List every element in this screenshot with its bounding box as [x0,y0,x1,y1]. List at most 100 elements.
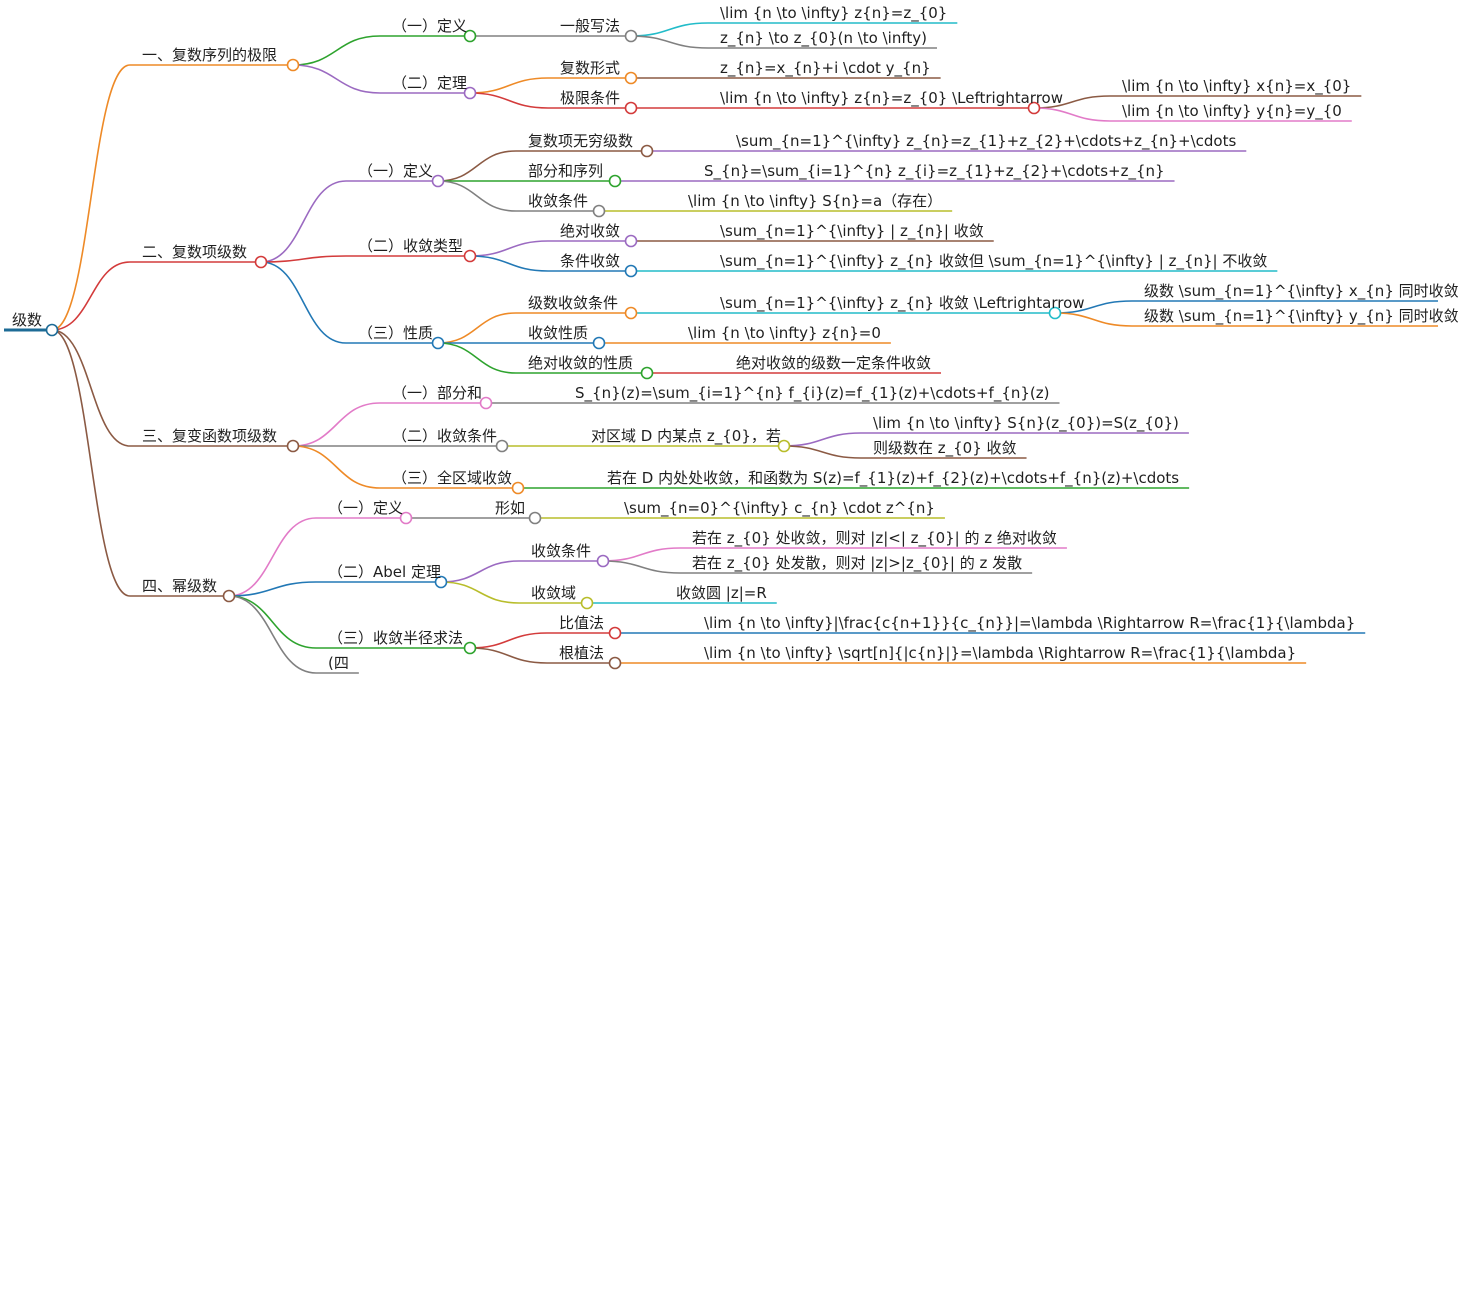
collapse-toggle-b1[interactable] [286,58,300,72]
mindmap-node-b4b1y[interactable]: 若在 z_{0} 处发散，则对 |z|>|z_{0}| 的 z 发散 [692,554,1023,572]
collapse-toggle-b1b[interactable] [463,86,477,100]
mindmap-node-b2a3[interactable]: 收敛条件 [528,192,589,210]
collapse-toggle-b4a1[interactable] [528,511,542,525]
mindmap-node-b1b[interactable]: （二）定理 [392,74,468,92]
mindmap-node-b2a1x[interactable]: \sum_{n=1}^{\infty} z_{n}=z_{1}+z_{2}+\c… [736,132,1237,150]
mindmap-node-b4d[interactable]: (四 [328,654,349,672]
collapse-toggle-b4b2[interactable] [580,596,594,610]
collapse-toggle-root[interactable] [45,323,59,337]
mindmap-node-b4b1x[interactable]: 若在 z_{0} 处收敛，则对 |z|<| z_{0}| 的 z 绝对收敛 [692,529,1057,547]
mindmap-node-b4c1[interactable]: 比值法 [559,614,605,632]
collapse-toggle-b2a3[interactable] [592,204,606,218]
mindmap-node-b2a1[interactable]: 复数项无穷级数 [528,132,634,150]
edge-b4b1-b4b1x [602,547,681,562]
collapse-toggle-b1b2[interactable] [624,101,638,115]
collapse-toggle-b2c[interactable] [431,336,445,350]
mindmap-node-b3[interactable]: 三、复变函数项级数 [142,427,278,445]
mindmap-node-b2c1x2[interactable]: 级数 \sum_{n=1}^{\infty} y_{n} 同时收敛 [1144,307,1459,325]
mindmap-node-b3b[interactable]: （二）收敛条件 [392,427,498,445]
collapse-toggle-b1a1[interactable] [624,29,638,43]
collapse-toggle-b2b2[interactable] [624,264,638,278]
mindmap-node-b3ax[interactable]: S_{n}(z)=\sum_{i=1}^{n} f_{i}(z)=f_{1}(z… [575,384,1050,402]
edge-root-b1 [51,64,131,331]
collapse-toggle-b1b2x[interactable] [1027,101,1041,115]
mindmap-node-b4b[interactable]: （二）Abel 定理 [328,563,441,581]
mindmap-node-b4[interactable]: 四、幂级数 [142,577,218,595]
root-node[interactable]: 级数 [12,311,43,329]
mindmap-node-b4a1x[interactable]: \sum_{n=0}^{\infty} c_{n} \cdot z^{n} [624,499,935,517]
mindmap-node-b3a[interactable]: （一）部分和 [392,384,483,402]
mindmap-node-b1a1x[interactable]: \lim {n \to \infty} z{n}=z_{0} [720,4,948,22]
collapse-toggle-b3b[interactable] [495,439,509,453]
collapse-toggle-b4a[interactable] [399,511,413,525]
mindmap-node-b1b2[interactable]: 极限条件 [560,89,621,107]
mindmap-node-b4c1x[interactable]: \lim {n \to \infty}|\frac{c{n+1}}{c_{n}}… [704,614,1356,632]
mindmap-node-b1b1[interactable]: 复数形式 [560,59,621,77]
edge-b3-b3a [292,402,381,447]
collapse-toggle-b1a[interactable] [463,29,477,43]
mindmap-node-b2c1x[interactable]: \sum_{n=1}^{\infty} z_{n} 收敛 \Leftrighta… [720,294,1085,312]
mindmap-node-b3bx2[interactable]: 则级数在 z_{0} 收敛 [873,439,1017,457]
mindmap-node-b4b2[interactable]: 收敛域 [531,584,577,602]
collapse-toggle-b2[interactable] [254,255,268,269]
mindmap-node-b2c2x[interactable]: \lim {n \to \infty} z{n}=0 [688,324,881,342]
collapse-toggle-b3[interactable] [286,439,300,453]
collapse-toggle-b2a[interactable] [431,174,445,188]
collapse-toggle-b1b1[interactable] [624,71,638,85]
mindmap-node-b2b2x[interactable]: \sum_{n=1}^{\infty} z_{n} 收敛但 \sum_{n=1}… [720,252,1268,270]
collapse-toggle-b3c[interactable] [511,481,525,495]
collapse-toggle-b4[interactable] [222,589,236,603]
mindmap-node-b2b1x[interactable]: \sum_{n=1}^{\infty} | z_{n}| 收敛 [720,222,984,240]
collapse-toggle-b4c1[interactable] [608,626,622,640]
mindmap-node-b4c2[interactable]: 根植法 [559,644,605,662]
mindmap-node-b4c2x[interactable]: \lim {n \to \infty} \sqrt[n]{|c{n}|}=\la… [704,644,1297,662]
edge-b2c-b2c1 [437,312,517,344]
collapse-toggle-b2c3[interactable] [640,366,654,380]
mindmap-node-b1a1[interactable]: 一般写法 [560,17,621,35]
mindmap-node-b2c2[interactable]: 收敛性质 [528,324,589,342]
mindmap-node-b4b2x[interactable]: 收敛圆 |z|=R [676,584,767,602]
mindmap-node-b4a[interactable]: （一）定义 [328,499,404,517]
mindmap-node-b1b2x[interactable]: \lim {n \to \infty} z{n}=z_{0} \Leftrigh… [720,89,1063,107]
collapse-toggle-b4b1[interactable] [596,554,610,568]
mindmap-node-b2c3x[interactable]: 绝对收敛的级数一定条件收敛 [736,354,932,372]
collapse-toggle-b2c1x[interactable] [1048,306,1062,320]
collapse-toggle-b4c2[interactable] [608,656,622,670]
collapse-toggle-b4c[interactable] [463,641,477,655]
edge-b3-b3c [292,445,381,489]
collapse-toggle-b2a1[interactable] [640,144,654,158]
mindmap-node-b2a2[interactable]: 部分和序列 [528,162,604,180]
mindmap-node-b2a[interactable]: （一）定义 [358,162,434,180]
mindmap-node-b2c[interactable]: （三）性质 [358,324,434,342]
mindmap-node-b1a1y[interactable]: z_{n} \to z_{0}(n \to \infty) [720,29,927,47]
mindmap-node-b1b1x[interactable]: z_{n}=x_{n}+i \cdot y_{n} [720,59,931,77]
mindmap-node-b2c1[interactable]: 级数收敛条件 [528,294,619,312]
mindmap-node-b3c[interactable]: （三）全区域收敛 [392,469,513,487]
mindmap-node-b2c3[interactable]: 绝对收敛的性质 [528,354,634,372]
collapse-toggle-b2b1[interactable] [624,234,638,248]
collapse-toggle-b2c1[interactable] [624,306,638,320]
collapse-toggle-b3a[interactable] [479,396,493,410]
collapse-toggle-b3bx[interactable] [777,439,791,453]
mindmap-node-b2a2x[interactable]: S_{n}=\sum_{i=1}^{n} z_{i}=z_{1}+z_{2}+\… [704,162,1165,180]
mindmap-node-b2a3x[interactable]: \lim {n \to \infty} S{n}=a（存在） [688,192,943,210]
mindmap-node-b4b1[interactable]: 收敛条件 [531,542,592,560]
mindmap-node-b2b2[interactable]: 条件收敛 [560,252,621,270]
mindmap-node-b3bx[interactable]: 对区域 D 内某点 z_{0}，若 [591,427,781,445]
collapse-toggle-b4b[interactable] [434,575,448,589]
mindmap-node-b2[interactable]: 二、复数项级数 [142,243,248,261]
mindmap-node-b3cx[interactable]: 若在 D 内处处收敛，和函数为 S(z)=f_{1}(z)+f_{2}(z)+\… [607,469,1180,487]
mindmap-node-b3bx1[interactable]: \lim {n \to \infty} S{n}(z_{0})=S(z_{0}) [873,414,1179,432]
mindmap-node-b2c1x1[interactable]: 级数 \sum_{n=1}^{\infty} x_{n} 同时收敛 [1144,282,1459,300]
mindmap-node-b4a1[interactable]: 形如 [495,499,526,517]
collapse-toggle-b2a2[interactable] [608,174,622,188]
collapse-toggle-b2c2[interactable] [592,336,606,350]
mindmap-node-b1[interactable]: 一、复数序列的极限 [142,46,278,64]
mindmap-node-b4c[interactable]: （三）收敛半径求法 [328,629,464,647]
collapse-toggle-b2b[interactable] [463,249,477,263]
mindmap-node-b1a[interactable]: （一）定义 [392,17,468,35]
mindmap-node-b1b2x2[interactable]: \lim {n \to \infty} y{n}=y_{0 [1122,102,1342,120]
mindmap-node-b2b[interactable]: （二）收敛类型 [358,237,464,255]
mindmap-node-b1b2x1[interactable]: \lim {n \to \infty} x{n}=x_{0} [1122,77,1352,95]
mindmap-node-b2b1[interactable]: 绝对收敛 [560,222,621,240]
